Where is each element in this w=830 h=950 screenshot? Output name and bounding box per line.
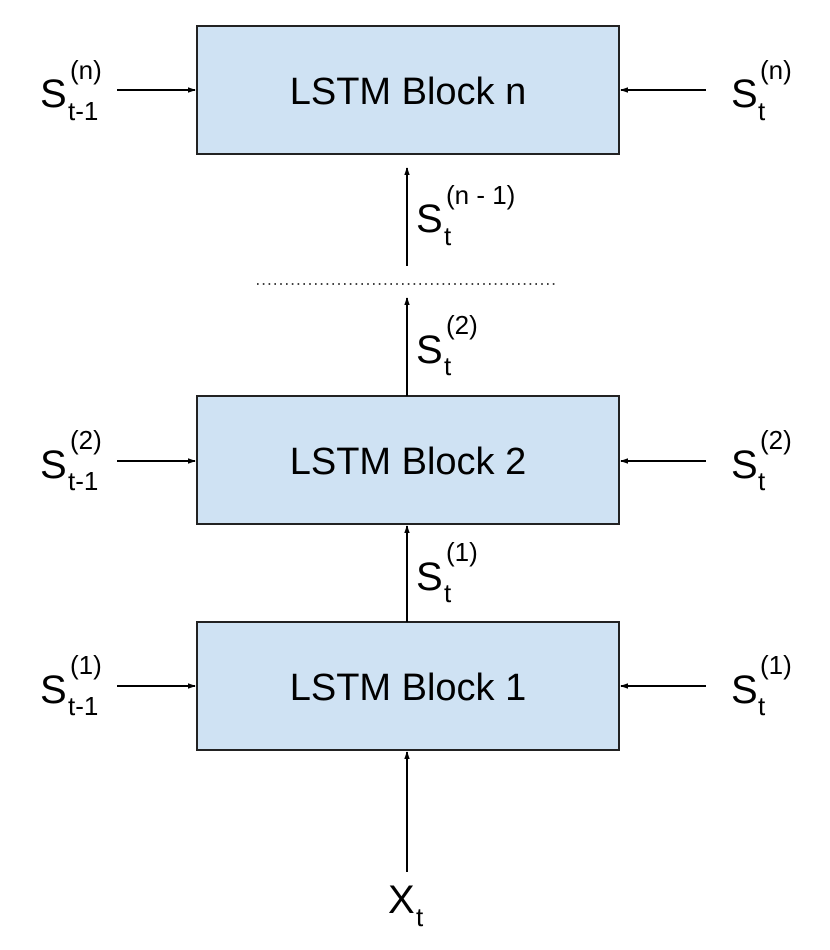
label-up-state-2: S (2) t [416,310,478,381]
lstm-block-2-rect [196,395,620,525]
label-sub: t [444,578,452,608]
label-sub: t-1 [68,96,98,126]
label-prev-state-n: S (n) t-1 [40,55,102,126]
label-base: S [40,443,67,487]
label-sub: t [758,466,766,496]
label-state-n: S (n) t [731,55,792,126]
label-sup: (n) [760,55,792,85]
label-base: X [388,878,415,922]
label-sup: (1) [70,650,102,680]
label-state-2: S (2) t [731,425,792,496]
label-sub: t [444,221,452,251]
label-sup: (2) [446,310,478,340]
label-base: S [416,197,443,241]
label-base: S [416,328,443,372]
label-base: S [40,668,67,712]
label-sup: (n) [70,55,102,85]
label-base: S [731,668,758,712]
lstm-block-n: LSTM Block n [196,25,620,155]
label-sub: t [758,691,766,721]
label-state-1: S (1) t [731,650,792,721]
label-input-x: X t [388,878,424,932]
label-prev-state-2: S (2) t-1 [40,425,102,496]
label-base: S [40,72,67,116]
label-sup: (1) [446,537,478,567]
label-base: S [731,443,758,487]
label-prev-state-1: S (1) t-1 [40,650,102,721]
label-up-state-n-minus-1: S (n - 1) t [416,180,515,251]
lstm-block-n-label: LSTM Block n [290,71,527,113]
lstm-block-2-label: LSTM Block 2 [290,441,527,483]
label-sub: t [444,351,452,381]
lstm-block-n-rect [196,25,620,155]
label-sup: (2) [760,425,792,455]
label-sub: t-1 [68,691,98,721]
label-sup: (1) [760,650,792,680]
lstm-block-1-label: LSTM Block 1 [290,667,527,709]
lstm-block-2: LSTM Block 2 [196,395,620,525]
label-sup: (2) [70,425,102,455]
label-sub: t [416,902,424,932]
label-sub: t-1 [68,466,98,496]
lstm-block-1: LSTM Block 1 [196,621,620,751]
label-base: S [731,72,758,116]
label-up-state-1: S (1) t [416,537,478,608]
label-base: S [416,555,443,599]
label-sub: t [758,96,766,126]
label-sup: (n - 1) [446,180,515,210]
